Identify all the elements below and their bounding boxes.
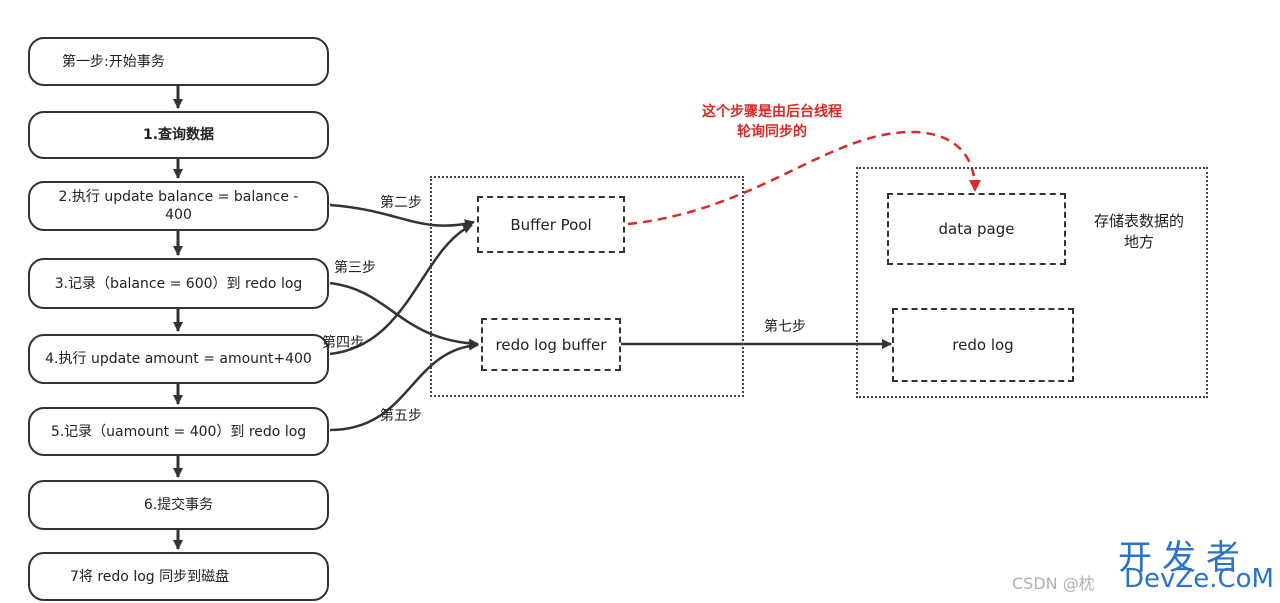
step-start-transaction: 第一步:开始事务 xyxy=(28,37,329,86)
devze-watermark-en: DevZe.CoM xyxy=(1124,564,1274,594)
step-record-amount: 5.记录（uamount = 400）到 redo log xyxy=(28,407,329,456)
disk-region xyxy=(856,167,1208,398)
label-step5: 第五步 xyxy=(380,408,422,424)
step-update-balance: 2.执行 update balance = balance - 400 xyxy=(28,181,329,231)
label-step4: 第四步 xyxy=(322,335,364,351)
devze-watermark-cn: 开发者 xyxy=(1118,538,1250,578)
redo-log-box: redo log xyxy=(892,308,1074,382)
arrow-background-flush xyxy=(627,130,981,226)
disk-storage-label: 存储表数据的 地方 xyxy=(1094,212,1185,251)
label-step2: 第二步 xyxy=(380,195,422,211)
arrow-step5 xyxy=(329,340,479,432)
step-update-amount: 4.执行 update amount = amount+400 xyxy=(28,334,329,384)
arrow-step2 xyxy=(329,203,475,229)
buffer-pool-box: Buffer Pool xyxy=(477,196,625,253)
redo-log-buffer-box: redo log buffer xyxy=(481,318,621,371)
step-sync-redo-log: 7将 redo log 同步到磁盘 xyxy=(28,552,329,601)
memory-region xyxy=(430,176,744,397)
step-record-balance: 3.记录（balance = 600）到 redo log xyxy=(28,258,329,309)
step-query-data: 1.查询数据 xyxy=(28,111,329,159)
label-step7: 第七步 xyxy=(764,319,806,335)
data-page-box: data page xyxy=(887,193,1066,265)
label-step3: 第三步 xyxy=(334,260,376,276)
step-commit: 6.提交事务 xyxy=(28,480,329,530)
arrow-step4 xyxy=(329,223,473,356)
background-thread-note: 这个步骤是由后台线程 轮询同步的 xyxy=(702,104,842,140)
csdn-watermark: CSDN @枕 xyxy=(1012,574,1095,593)
